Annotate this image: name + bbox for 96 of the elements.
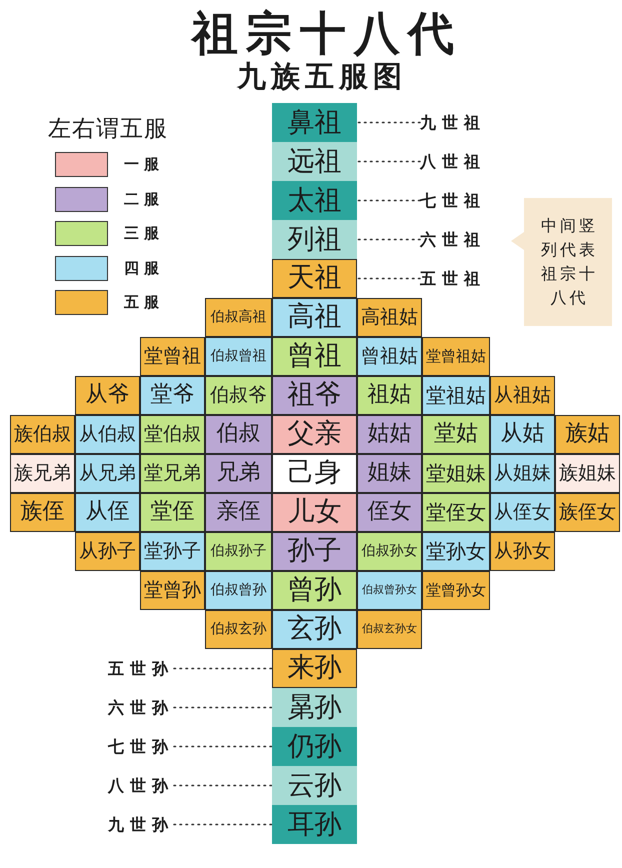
legend-label: 三服 [124,223,164,244]
generation-box: 曾祖 [272,337,357,376]
leader-line [356,238,421,240]
relative-box: 曾祖姑 [357,337,422,376]
relative-box: 族伯叔 [10,415,75,454]
relative-box: 侄女 [357,493,422,532]
generation-box: 儿女 [272,493,357,532]
relative-box: 从孙子 [75,532,140,571]
relative-box: 从兄弟 [75,454,140,493]
relative-box: 族侄 [10,493,75,532]
relative-box: 从祖姑 [490,376,555,415]
generation-box: 太祖 [272,181,357,220]
relative-box: 从姑 [490,415,555,454]
generation-label: 九世孙 [108,814,174,836]
leader-line [173,824,273,826]
relative-box: 堂孙子 [140,532,205,571]
relative-box: 堂爷 [140,376,205,415]
leader-line [173,706,273,708]
generation-label: 八世孙 [108,774,174,796]
subtitle: 九族五服图 [237,58,407,95]
generation-box: 天祖 [272,259,357,298]
relative-box: 伯叔孙女 [357,532,422,571]
generation-box: 玄孙 [272,610,357,649]
relative-box: 兄弟 [205,454,272,493]
legend-label: 四服 [124,258,164,278]
legend-label: 五服 [124,292,164,313]
relative-box: 高祖姑 [357,298,422,337]
leader-line [173,668,273,670]
generation-box: 曾孙 [272,571,357,610]
relative-box: 伯叔玄孙 [205,610,272,649]
relative-box: 伯叔孙子 [205,532,272,571]
leader-line [173,784,273,786]
generation-box: 耳孙 [272,805,357,844]
generation-box: 晜孙 [272,688,357,727]
generation-box: 父亲 [272,415,357,454]
relative-box: 伯叔玄孙女 [357,610,422,649]
leader-line [173,746,273,748]
generation-label: 七世祖 [420,190,486,212]
relative-box: 伯叔曾孙 [205,571,272,610]
generation-label: 八世祖 [420,150,486,172]
relative-box: 伯叔曾祖 [205,337,272,376]
leader-line [356,278,421,280]
generation-box: 远祖 [272,142,357,181]
leader-line [356,160,421,162]
generation-label: 五世祖 [420,268,486,290]
relative-box: 从爷 [75,376,140,415]
leader-line [356,200,421,202]
relative-box: 堂侄 [140,493,205,532]
relative-box: 伯叔高祖 [205,298,272,337]
relative-box: 堂姐妹 [422,454,490,493]
relative-box: 从伯叔 [75,415,140,454]
relative-box: 堂兄弟 [140,454,205,493]
generation-box: 祖爷 [272,376,357,415]
relative-box: 从孙女 [490,532,555,571]
relative-box: 伯叔爷 [205,376,272,415]
legend-label: 二服 [124,188,164,210]
legend-label: 一服 [124,154,164,175]
relative-box: 堂姑 [422,415,490,454]
relative-box: 伯叔曾孙女 [357,571,422,610]
relative-box: 堂伯叔 [140,415,205,454]
generation-box: 孙子 [272,532,357,571]
generation-label: 七世孙 [108,736,174,758]
relative-box: 族兄弟 [10,454,75,493]
relative-box: 族姑 [555,415,620,454]
generation-box: 云孙 [272,766,357,805]
leader-line [356,122,421,124]
relative-box: 从侄女 [490,493,555,532]
relative-box: 伯叔 [205,415,272,454]
generation-label: 六世孙 [108,696,174,718]
legend-heading: 左右谓五服 [48,115,168,144]
relative-box: 堂孙女 [422,532,490,571]
generation-box: 仍孙 [272,727,357,766]
generation-box: 来孙 [272,649,357,688]
relative-box: 姑姑 [357,415,422,454]
generation-box: 己身 [272,454,357,493]
relative-box: 堂侄女 [422,493,490,532]
relative-box: 从姐妹 [490,454,555,493]
relative-box: 从侄 [75,493,140,532]
relative-box: 堂曾祖姑 [422,337,490,376]
relative-box: 族侄女 [555,493,620,532]
generation-box: 高祖 [272,298,357,337]
title: 祖宗十八代 [192,6,462,60]
relative-box: 堂曾孙 [140,571,205,610]
relative-box: 亲侄 [205,493,272,532]
generation-box: 鼻祖 [272,103,357,142]
relative-box: 堂祖姑 [422,376,490,415]
relative-box: 堂曾祖 [140,337,205,376]
speech-bubble: 中间竖列代表祖宗十八代 [510,198,612,326]
generation-label: 九世祖 [420,112,486,134]
generation-box: 列祖 [272,220,357,259]
relative-box: 堂曾孙女 [422,571,490,610]
generation-label: 五世孙 [108,658,174,680]
relative-box: 族姐妹 [555,454,620,493]
relative-box: 祖姑 [357,376,422,415]
relative-box: 姐妹 [357,454,422,493]
generation-label: 六世祖 [420,228,486,250]
